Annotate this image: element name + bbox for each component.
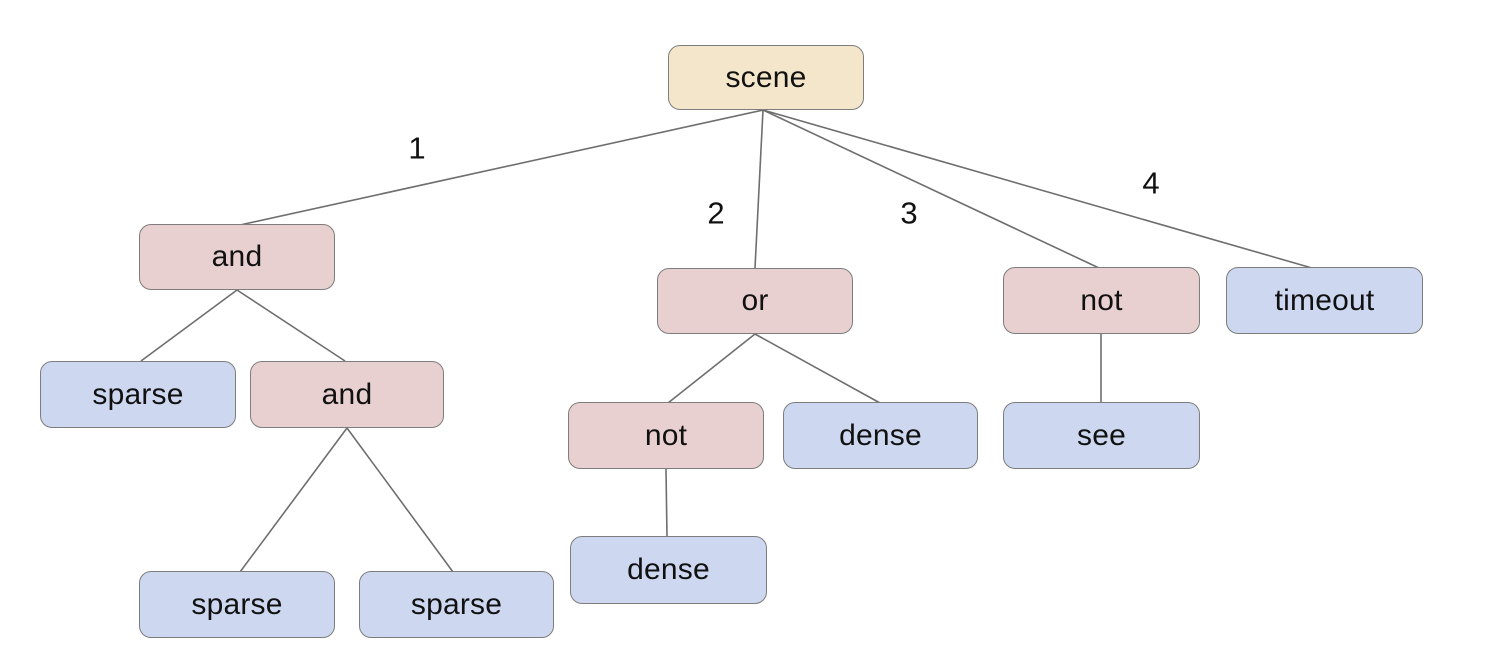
tree-node-dense-2: dense [570,536,767,604]
branch-label-1: 1 [408,130,426,166]
branch-label-4: 4 [1142,165,1160,201]
tree-node-dense-1: dense [783,402,978,469]
tree-node-and-1: and [139,224,335,290]
tree-node-sparse-2: sparse [139,571,335,638]
tree-node-not-1: not [1003,267,1200,334]
tree-node-and-2: and [250,361,444,428]
edge-and-and [236,289,346,362]
tree-node-scene: scene [668,45,864,110]
branch-label-3: 3 [900,195,918,231]
tree-node-timeout: timeout [1226,267,1423,334]
edge-scene-or [754,109,764,269]
edge-scene-not [762,109,1100,269]
tree-node-see: see [1003,402,1200,469]
edge-not2-dense [665,468,668,538]
edge-and2-sparse2 [346,427,454,573]
edge-or-not [667,333,756,404]
tree-node-not-2: not [568,402,764,469]
tree-node-sparse-3: sparse [359,571,554,638]
edge-and-sparse [140,289,238,362]
edge-scene-timeout [762,109,1313,269]
edge-and2-sparse [239,427,348,573]
edge-or-dense [754,333,881,404]
tree-node-or: or [657,268,853,334]
tree-node-sparse-1: sparse [40,361,236,428]
branch-label-2: 2 [707,195,725,231]
edge-scene-and [239,109,764,226]
